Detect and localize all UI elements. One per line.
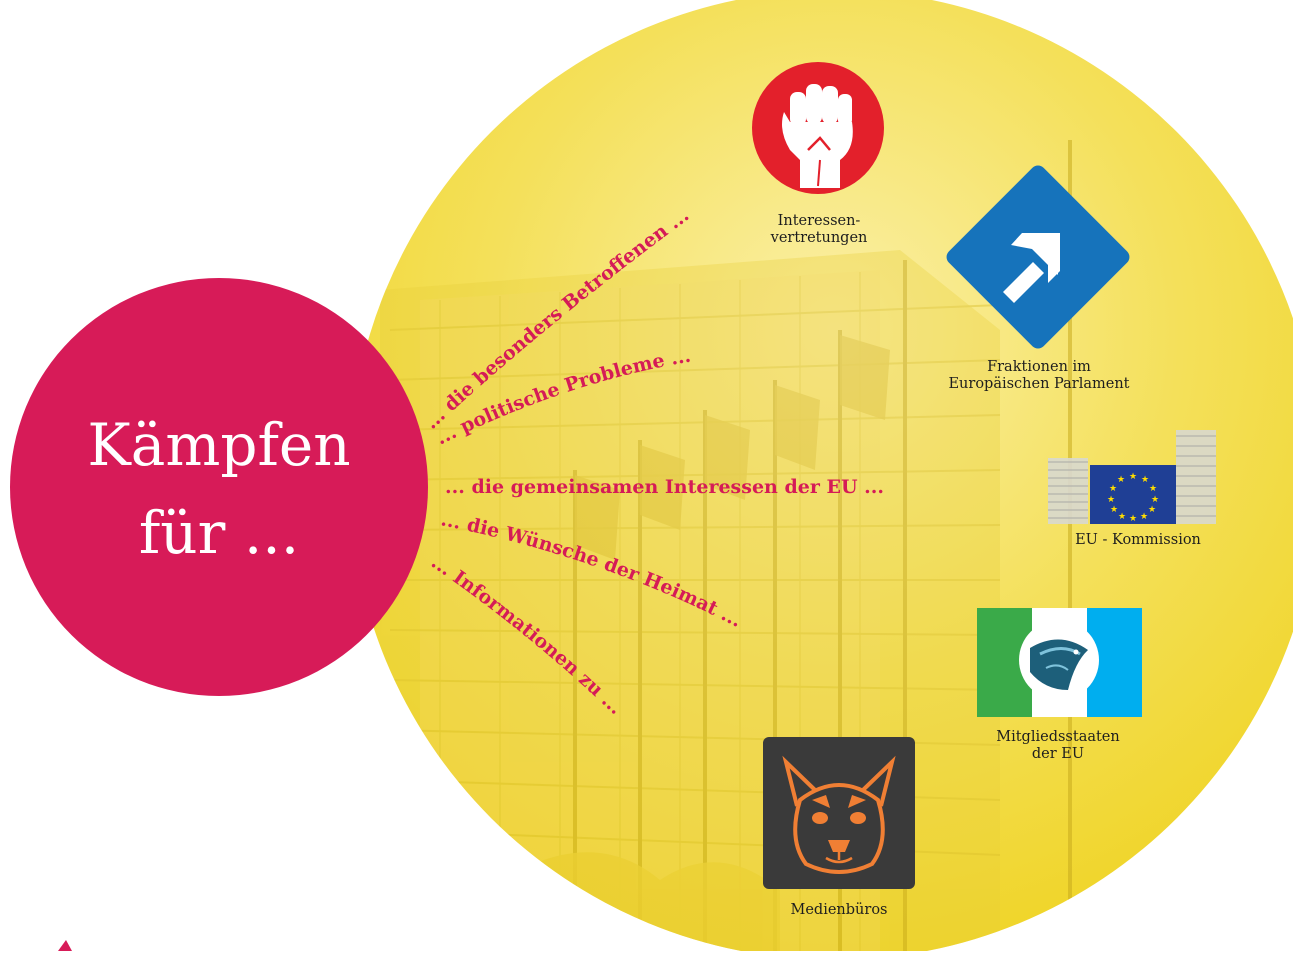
label-commission-line1: EU - Kommission <box>1075 532 1201 548</box>
svg-text:★: ★ <box>1117 475 1125 485</box>
salmon-flag-icon <box>977 608 1142 717</box>
eu-commission-logo-icon: ★ ★ ★ ★ ★ ★ ★ ★ ★ ★ ★ ★ <box>1048 430 1216 524</box>
title-line-1: Kämpfen <box>87 411 350 479</box>
svg-text:★: ★ <box>1129 514 1137 524</box>
phrase-common-interests: ... die gemeinsamen Interessen der EU ..… <box>445 476 884 498</box>
bulldog-icon <box>763 737 915 889</box>
label-interest-groups-line1: Interessen- <box>777 213 861 229</box>
diagonal-arrow-icon <box>946 165 1130 349</box>
label-media-offices-line1: Medienbüros <box>790 902 888 918</box>
label-interest-groups: Interessen- vertretungen <box>760 213 878 247</box>
label-parliament-groups-line2: Europäischen Parlament <box>948 376 1130 392</box>
svg-text:★: ★ <box>1118 512 1126 522</box>
label-parliament-groups: Fraktionen im Europäischen Parlament <box>930 359 1148 393</box>
salmon-icon <box>1030 639 1088 690</box>
corner-mark <box>58 940 72 951</box>
svg-text:★: ★ <box>1129 472 1137 482</box>
svg-text:★: ★ <box>1110 505 1118 515</box>
label-member-states-line2: der EU <box>1031 746 1085 762</box>
label-parliament-groups-line1: Fraktionen im <box>987 359 1091 375</box>
raised-fist-icon <box>752 62 884 194</box>
svg-text:★: ★ <box>1141 475 1149 485</box>
svg-text:★: ★ <box>1148 505 1156 515</box>
svg-text:★: ★ <box>1109 484 1117 494</box>
svg-text:★: ★ <box>1140 512 1148 522</box>
label-media-offices: Medienbüros <box>760 902 918 919</box>
svg-text:★: ★ <box>1151 495 1159 505</box>
svg-text:★: ★ <box>1107 495 1115 505</box>
svg-text:★: ★ <box>1149 484 1157 494</box>
label-commission: EU - Kommission <box>1048 532 1228 549</box>
label-member-states-line1: Mitgliedsstaaten <box>996 729 1120 745</box>
label-member-states: Mitgliedsstaaten der EU <box>970 729 1146 763</box>
title-circle: Kämpfen für ... <box>10 278 428 696</box>
label-interest-groups-line2: vertretungen <box>770 230 868 246</box>
title-line-2: für ... <box>139 499 299 567</box>
